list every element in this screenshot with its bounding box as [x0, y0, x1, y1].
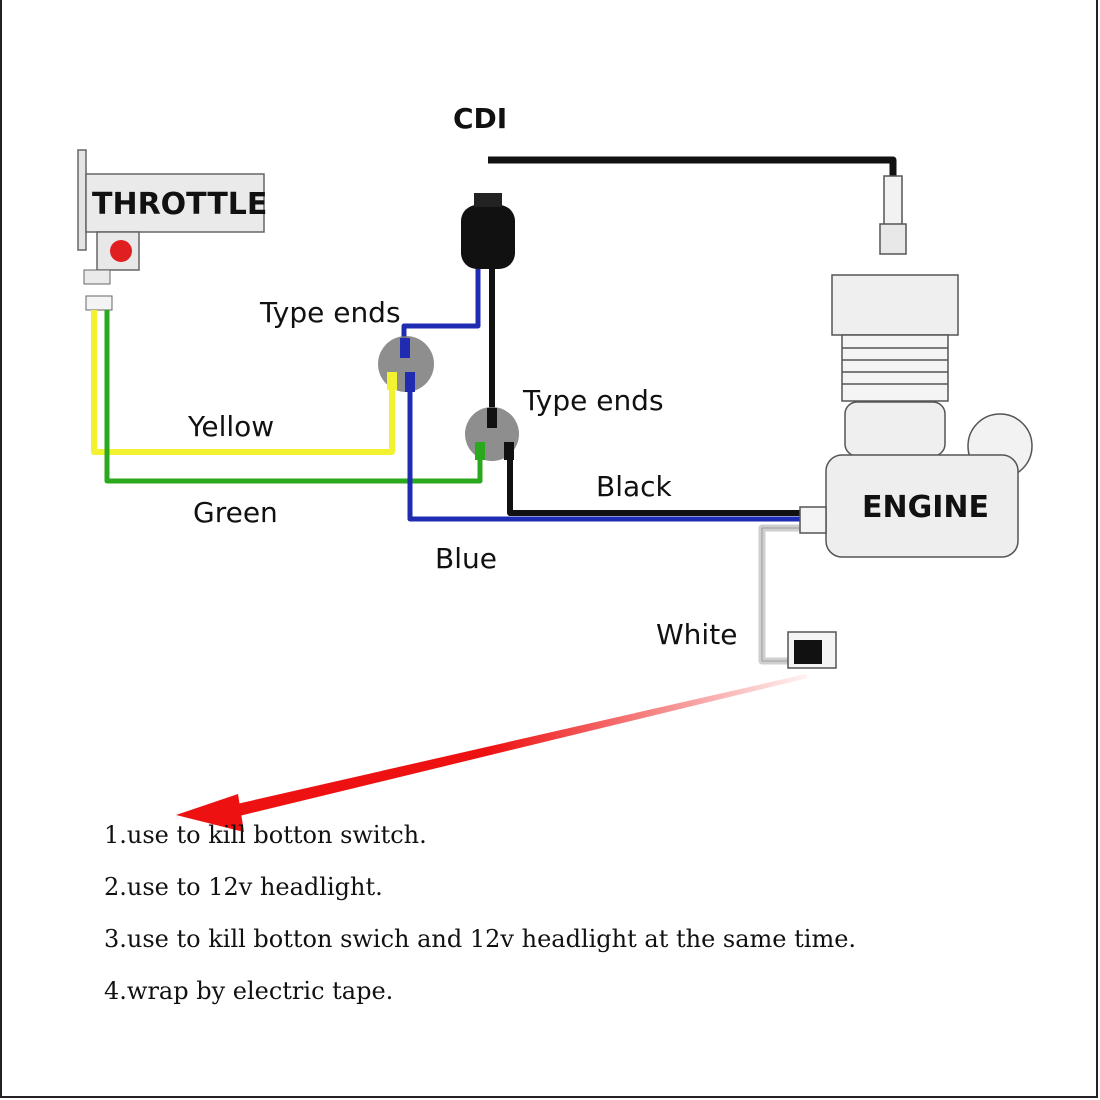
note-item: 2.use to 12v headlight.	[104, 873, 383, 901]
throttle-box	[85, 173, 265, 233]
notes-list: 1.use to kill botton switch. 2.use to 12…	[104, 814, 856, 1022]
throttle-unit: THROTTLE	[77, 149, 267, 311]
throttle-label: THROTTLE	[92, 187, 267, 222]
black-wire-cdi-top	[488, 156, 897, 250]
cylinder-neck	[844, 401, 946, 457]
engine-label: ENGINE	[862, 490, 989, 525]
yellow-wire	[91, 310, 395, 455]
white-wire-outline	[761, 527, 800, 662]
connector-1-yellow-pin	[387, 372, 397, 390]
cylinder-fins	[841, 334, 949, 402]
red-arrow	[176, 674, 808, 832]
red-arrow-head	[176, 794, 244, 832]
black-wire-label: Black	[596, 470, 673, 503]
connector-2-black-pin	[487, 408, 497, 428]
connector-2	[465, 407, 519, 461]
note-item: 1.use to kill botton switch.	[104, 821, 427, 849]
throttle-button	[110, 240, 132, 262]
note-item: 4.wrap by electric tape.	[104, 977, 394, 1005]
cdi-top	[474, 193, 502, 207]
cdi-label: CDI	[453, 102, 507, 135]
engine-case	[825, 454, 1019, 558]
engine-unit: ENGINE	[799, 175, 1033, 558]
throttle-stem	[83, 269, 111, 285]
blue-wire-engine	[407, 372, 800, 522]
cylinder-head	[831, 274, 959, 336]
throttle-plug	[85, 295, 113, 311]
note-item: 3.use to kill botton swich and 12v headl…	[104, 925, 857, 953]
white-wire-plug	[787, 631, 837, 669]
blue-wire-cdi	[401, 268, 481, 340]
white-wire-label: White	[656, 618, 737, 651]
plug-terminal	[794, 640, 822, 664]
green-wire-label: Green	[193, 496, 278, 529]
red-arrow-shaft	[228, 674, 808, 818]
yellow-wire-label: Yellow	[187, 410, 274, 443]
spark-plug	[883, 175, 903, 227]
connector-1-blue-pin-2	[405, 372, 415, 392]
cdi-box	[461, 205, 515, 269]
connector-1-blue-pin	[400, 338, 410, 358]
connector-2-black-pin-2	[504, 442, 514, 460]
spark-plug-base	[879, 223, 907, 255]
connector-2-green-pin	[475, 442, 485, 460]
white-wire	[758, 524, 800, 665]
type-ends-1-label: Type ends	[259, 296, 401, 329]
connector-1	[378, 336, 434, 392]
black-wire-engine	[507, 446, 800, 516]
engine-wire-outlet	[799, 506, 827, 534]
cdi-unit: CDI	[453, 102, 515, 269]
blue-wire-label: Blue	[435, 542, 497, 575]
green-wire	[104, 310, 483, 484]
throttle-mount	[77, 149, 87, 251]
type-ends-2-label: Type ends	[522, 384, 664, 417]
